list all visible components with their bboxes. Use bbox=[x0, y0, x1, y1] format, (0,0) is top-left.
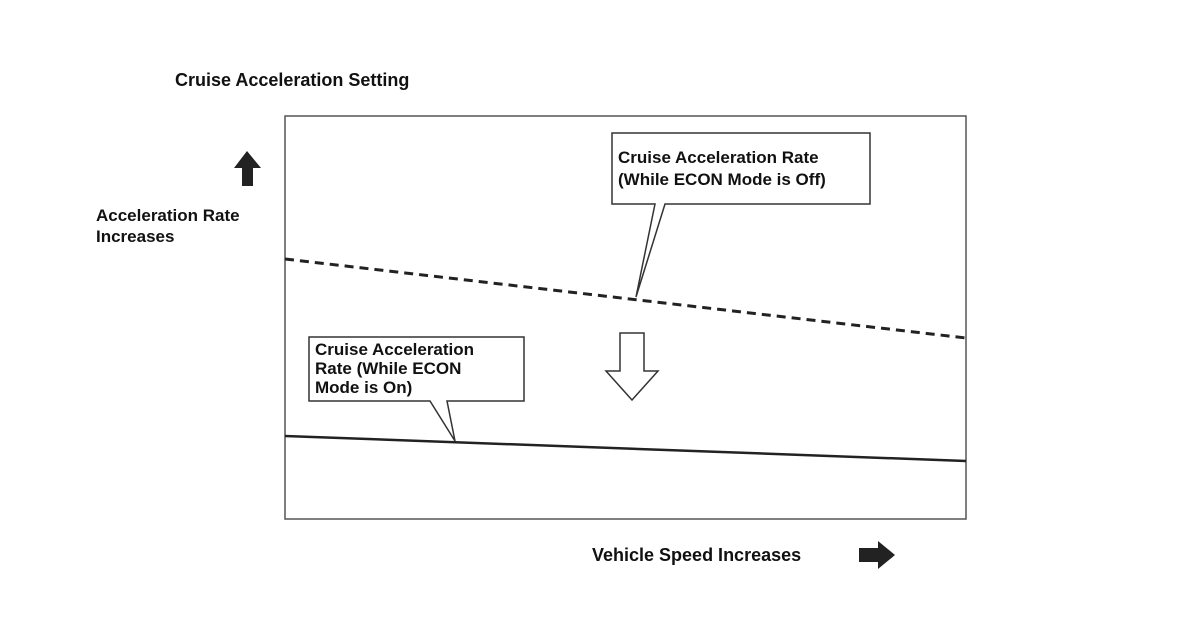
econ-on-solid-line bbox=[284, 434, 967, 463]
y-axis-label-line-1: Acceleration Rate bbox=[96, 206, 240, 225]
callout-econ-on-line-2: Rate (While ECON bbox=[315, 359, 461, 378]
plot-frame bbox=[284, 115, 967, 520]
hollow-arrow-down-icon bbox=[604, 332, 660, 402]
callout-econ-off: Cruise Acceleration Rate (While ECON Mod… bbox=[611, 132, 871, 298]
y-axis-label-line-2: Increases bbox=[96, 227, 174, 246]
arrow-up-icon bbox=[234, 151, 261, 186]
arrow-right-icon bbox=[859, 541, 895, 569]
x-axis-label: Vehicle Speed Increases bbox=[592, 545, 801, 565]
callout-econ-on: Cruise Acceleration Rate (While ECON Mod… bbox=[308, 336, 525, 442]
callout-econ-on-line-3: Mode is On) bbox=[315, 378, 412, 397]
callout-econ-off-line-1: Cruise Acceleration Rate bbox=[618, 148, 819, 167]
callout-econ-off-line-2: (While ECON Mode is Off) bbox=[618, 170, 826, 189]
callout-econ-on-line-1: Cruise Acceleration bbox=[315, 340, 474, 359]
econ-off-dashed-line bbox=[284, 257, 967, 340]
diagram-title: Cruise Acceleration Setting bbox=[175, 70, 409, 90]
